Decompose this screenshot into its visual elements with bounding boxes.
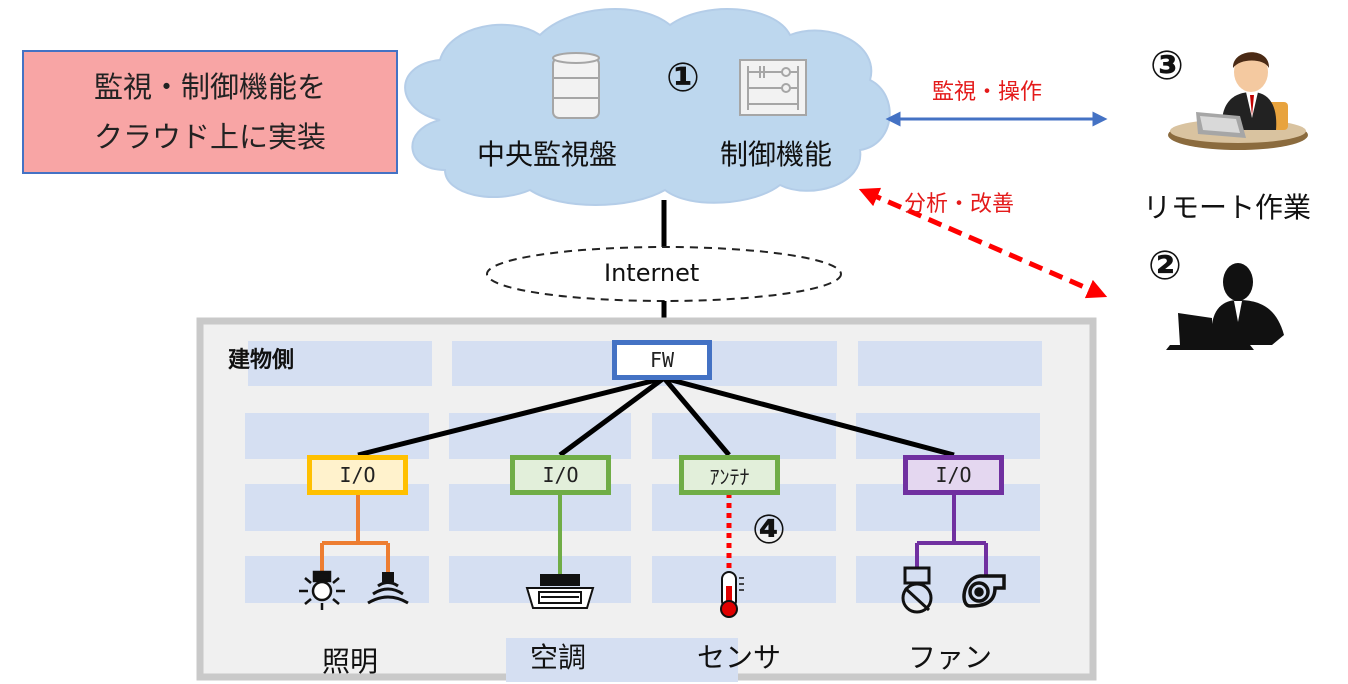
io-node-lighting: I/O xyxy=(307,455,408,495)
ladder-diagram-icon xyxy=(739,59,807,116)
device-label-sensor: センサ xyxy=(697,641,782,674)
central-monitor-label: 中央監視盤 xyxy=(477,138,618,171)
thermometer-icon xyxy=(720,571,744,618)
silhouette-person-at-laptop-icon xyxy=(1166,263,1284,350)
control-function-label: 制御機能 xyxy=(720,138,833,171)
light-bulb-icon xyxy=(299,570,345,610)
analysis-arrow xyxy=(858,187,1108,299)
internet-label: Internet xyxy=(604,259,700,287)
ceiling-ac-icon xyxy=(525,574,595,609)
monitor-operate-label: 監視・操作 xyxy=(932,80,1043,105)
antenna-node-sensor: ｱﾝﾃﾅ xyxy=(679,455,780,495)
io-node-fan: I/O xyxy=(903,455,1004,495)
damper-icon xyxy=(901,566,933,614)
database-icon xyxy=(552,52,600,119)
operator-at-laptop-icon xyxy=(1168,52,1308,150)
remote-work-label: リモート作業 xyxy=(1143,191,1312,224)
firewall-box: FW xyxy=(612,340,712,380)
node-device-links xyxy=(320,493,988,576)
building-side-label: 建物側 xyxy=(228,348,295,373)
analysis-improve-label: 分析・改善 xyxy=(904,192,1015,217)
cloud-number: ① xyxy=(666,55,700,101)
callout-line-2: クラウド上に実装 xyxy=(93,120,326,154)
device-label-aircon: 空調 xyxy=(530,641,587,674)
remote-number: ③ xyxy=(1150,43,1184,89)
fw-node-links xyxy=(357,375,955,458)
callout-line-1: 監視・制御機能を xyxy=(93,70,326,104)
analyst-number: ② xyxy=(1148,243,1182,289)
cloud-implementation-callout: 監視・制御機能を クラウド上に実装 xyxy=(22,50,398,174)
cloud-shape xyxy=(404,8,891,206)
device-label-lighting: 照明 xyxy=(322,645,379,678)
speaker-icon xyxy=(367,572,409,605)
io-node-aircon: I/O xyxy=(510,455,611,495)
building-floor-grid xyxy=(245,341,1042,682)
device-label-fan: ファン xyxy=(908,641,993,674)
fan-icon xyxy=(962,574,1006,608)
wireless-number: ④ xyxy=(752,507,786,553)
